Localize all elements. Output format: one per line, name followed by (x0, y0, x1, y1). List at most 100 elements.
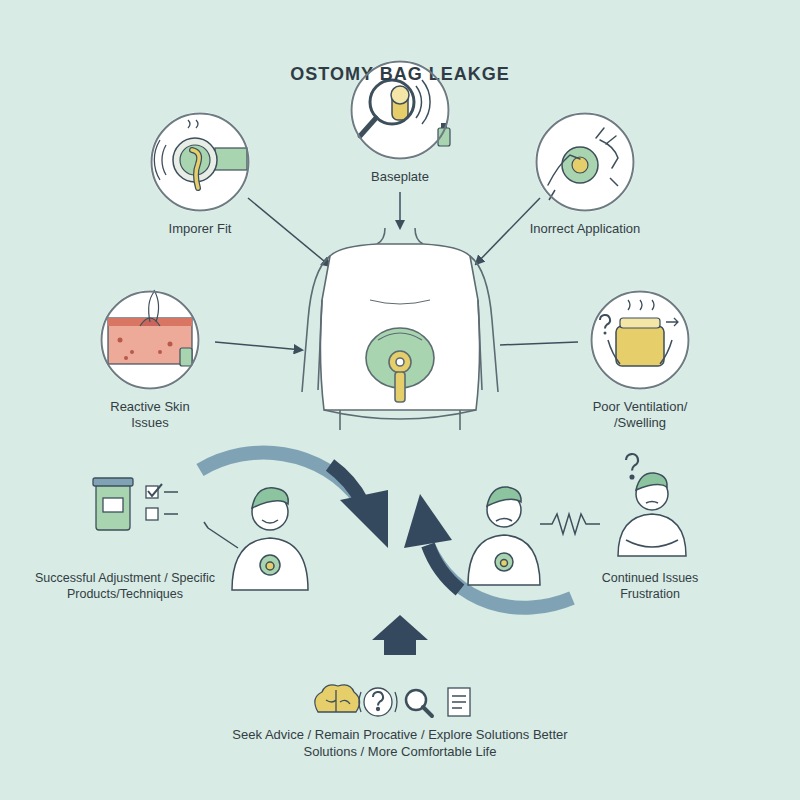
body-figure (370, 300, 430, 304)
pointer-arrow (500, 342, 578, 345)
person-happy (266, 562, 274, 570)
pointer-arrow (248, 198, 330, 266)
product-icon (93, 478, 178, 530)
fit-icon (192, 150, 199, 188)
circle-outline (592, 292, 689, 389)
person-happy (232, 538, 308, 590)
pointer-arrow (399, 192, 401, 228)
problem-circle: Imporer Fit (125, 112, 275, 237)
person-sad (501, 560, 508, 567)
person-confused (630, 475, 634, 479)
body-figure (302, 228, 498, 430)
diagram-title: OSTOMY BAG LEAKGE (0, 64, 800, 85)
problem-circle: Poor Ventilation/ /Swelling (565, 290, 715, 430)
person-sad (495, 553, 513, 571)
product-icon (148, 484, 162, 496)
advice-icons (359, 692, 397, 712)
circle-outline (350, 60, 450, 160)
cycle-arrow (340, 490, 388, 548)
baseplate-icon (360, 118, 376, 136)
fit-icon (154, 120, 247, 188)
circle-label: Baseplate (371, 169, 429, 185)
advice-icons (364, 688, 392, 716)
ventilation-icon (600, 315, 610, 329)
body-figure (389, 351, 411, 373)
ventilation-icon (620, 318, 660, 328)
ventilation-icon (616, 326, 664, 366)
ventilation-icon (628, 300, 654, 310)
application-icon (548, 128, 618, 185)
body-figure (395, 372, 405, 402)
ventilation-icon (604, 332, 607, 335)
application-icon (549, 178, 618, 200)
advice-icons (326, 690, 350, 712)
circle-fill (590, 290, 690, 390)
circle-outline (590, 290, 690, 390)
problem-circle: Reactive Skin Issues (80, 290, 220, 430)
circle-outline (150, 112, 250, 212)
advice-icons (377, 708, 380, 711)
person-happy (260, 555, 280, 575)
skin-icon (168, 342, 173, 347)
skin-icon (124, 356, 128, 360)
circle-outline (352, 62, 449, 159)
ventilation-icon (600, 300, 678, 366)
cycle-arrow (200, 453, 572, 655)
product-icon (103, 498, 123, 512)
circle-fill (535, 112, 635, 212)
body-figure (377, 228, 423, 244)
ventilation-icon (666, 318, 678, 326)
circle-label: Imporer Fit (169, 221, 232, 237)
circle-outline (102, 292, 199, 389)
skin-icon (158, 350, 162, 354)
product-icon (164, 492, 178, 514)
application-icon (562, 147, 598, 183)
advice-icons (423, 707, 432, 716)
person-confused (646, 502, 658, 504)
caption-note: Seek Advice / Remain Procative / Explore… (215, 727, 585, 761)
circle-outline (100, 290, 200, 390)
fit-icon (215, 148, 247, 170)
person-sad (468, 487, 540, 585)
circle-label: Poor Ventilation/ /Swelling (581, 399, 699, 430)
baseplate-icon (416, 80, 430, 124)
caption-note: Successful Adjustment / Specific Product… (20, 570, 230, 603)
fit-icon (192, 150, 199, 188)
body-figure (378, 333, 422, 340)
pointer-arrow (215, 342, 302, 350)
person-sad (468, 535, 540, 585)
circle-outline (152, 114, 249, 211)
advice-icons (373, 692, 383, 706)
fit-icon (154, 120, 198, 180)
product-icon (93, 478, 133, 486)
circle-fill (100, 60, 690, 390)
person-confused (626, 454, 638, 470)
circle-outline (537, 114, 634, 211)
cycle-arrow (372, 615, 428, 655)
body-figure (320, 244, 479, 410)
person-happy (204, 522, 238, 548)
skin-icon (118, 338, 185, 361)
baseplate-icon (391, 86, 409, 104)
application-icon (548, 128, 618, 200)
skin-icon (118, 338, 123, 343)
advice-icons (315, 685, 470, 716)
tension-line (540, 514, 600, 534)
caption-note: Continued Issues Frustration (590, 570, 710, 603)
circle-label: Reactive Skin Issues (100, 399, 200, 430)
problem-circle: Baseplate (325, 60, 475, 185)
person-happy (262, 520, 278, 523)
body-figure (324, 410, 476, 430)
person-confused (626, 540, 678, 547)
baseplate-icon (360, 80, 450, 146)
circle-fill (100, 290, 200, 390)
cycle-arrow (404, 494, 452, 548)
advice-icons (448, 688, 470, 716)
person-confused (636, 473, 667, 490)
body-figure (396, 358, 404, 366)
skin-icon (130, 350, 134, 354)
problem-circle: Inorrect Application (505, 112, 665, 237)
product-icon (146, 508, 158, 520)
person-happy (204, 488, 308, 590)
person-confused (618, 454, 686, 556)
